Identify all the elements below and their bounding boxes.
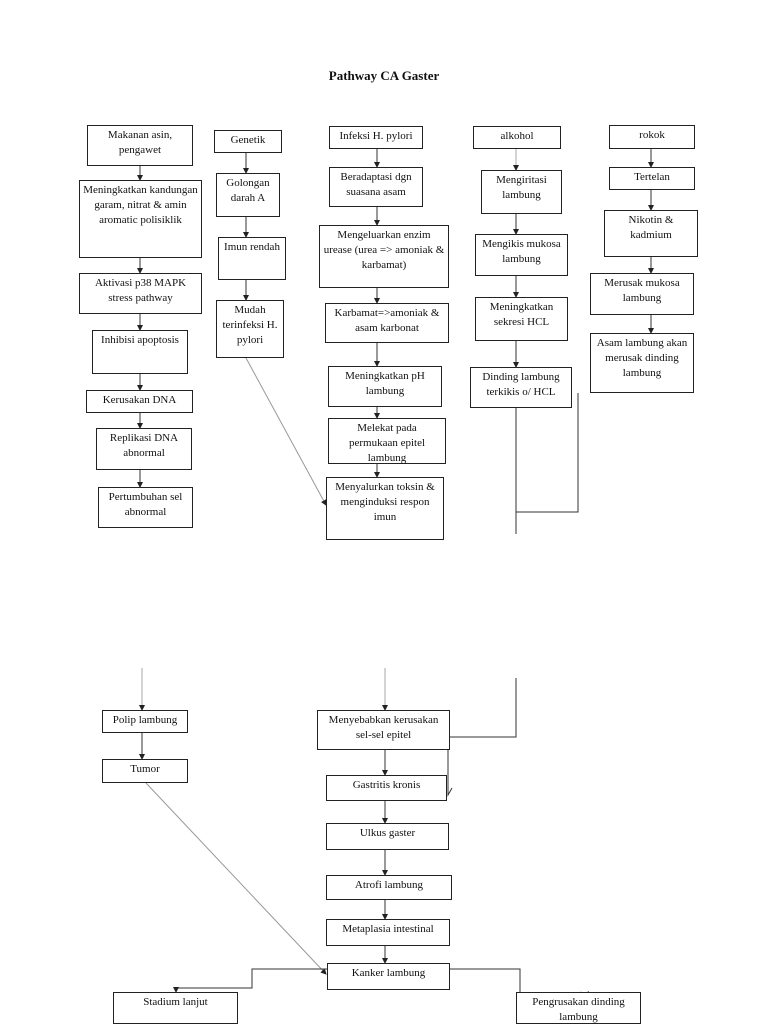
edge-kanker-stadium [173,968,327,993]
node-imun: Imun rendah [218,237,286,280]
node-melekat: Melekat pada permukaan epitel lambung [328,418,446,464]
node-tertelan: Tertelan [609,167,695,190]
node-kerusakan-dna: Kerusakan DNA [86,390,193,413]
node-tumor: Tumor [102,759,188,783]
node-mudah: Mudah terinfeksi H. pylori [216,300,284,358]
node-stadium: Stadium lanjut [113,992,238,1024]
node-nikotin: Nikotin & kadmium [604,210,698,257]
node-replikasi: Replikasi DNA abnormal [96,428,192,470]
node-mengiritasi: Mengiritasi lambung [481,170,562,214]
node-merusak: Merusak mukosa lambung [590,273,694,315]
node-rokok: rokok [609,125,695,149]
node-alkohol: alkohol [473,126,561,149]
node-karbamat: Karbamat=>amoniak & asam karbonat [325,303,449,343]
node-golongan: Golongan darah A [216,173,280,217]
node-asam-lambung: Asam lambung akan merusak dinding lambun… [590,333,694,393]
node-makanan: Makanan asin, pengawet [87,125,193,166]
node-dinding: Dinding lambung terkikis o/ HCL [470,367,572,408]
node-meningkatkan-hcl: Meningkatkan sekresi HCL [475,297,568,341]
node-polip: Polip lambung [102,710,188,733]
node-menyebabkan: Menyebabkan kerusakan sel-sel epitel [317,710,450,750]
node-pengrusakan: Pengrusakan dinding lambung [516,992,641,1024]
edge-tumor-kanker [145,782,327,975]
node-aktivasi: Aktivasi p38 MAPK stress pathway [79,273,202,314]
edge-kanker-pengrusakan [450,968,521,992]
node-pertumbuhan: Pertumbuhan sel abnormal [98,487,193,528]
node-infeksi: Infeksi H. pylori [329,126,423,149]
edge-join-gastritis [447,737,453,797]
node-gastritis: Gastritis kronis [326,775,447,801]
node-genetik: Genetik [214,130,282,153]
edge-asam-join [516,393,579,513]
node-kanker: Kanker lambung [327,963,450,990]
node-atrofi: Atrofi lambung [326,875,452,900]
node-mengikis: Mengikis mukosa lambung [475,234,568,276]
page-title: Pathway CA Gaster [328,68,440,83]
node-meningkatkan-kandungan: Meningkatkan kandungan garam, nitrat & a… [79,180,202,258]
node-meningkatkan-ph: Meningkatkan pH lambung [328,366,442,407]
node-mengeluarkan: Mengeluarkan enzim urease (urea => amoni… [319,225,449,288]
node-ulkus: Ulkus gaster [326,823,449,850]
edge-mudah-menyalurkan [245,357,327,506]
edge-right-join [448,678,517,738]
node-inhibisi: Inhibisi apoptosis [92,330,188,374]
node-beradaptasi: Beradaptasi dgn suasana asam [329,167,423,207]
node-menyalurkan: Menyalurkan toksin & menginduksi respon … [326,477,444,540]
node-metaplasia: Metaplasia intestinal [326,919,450,946]
